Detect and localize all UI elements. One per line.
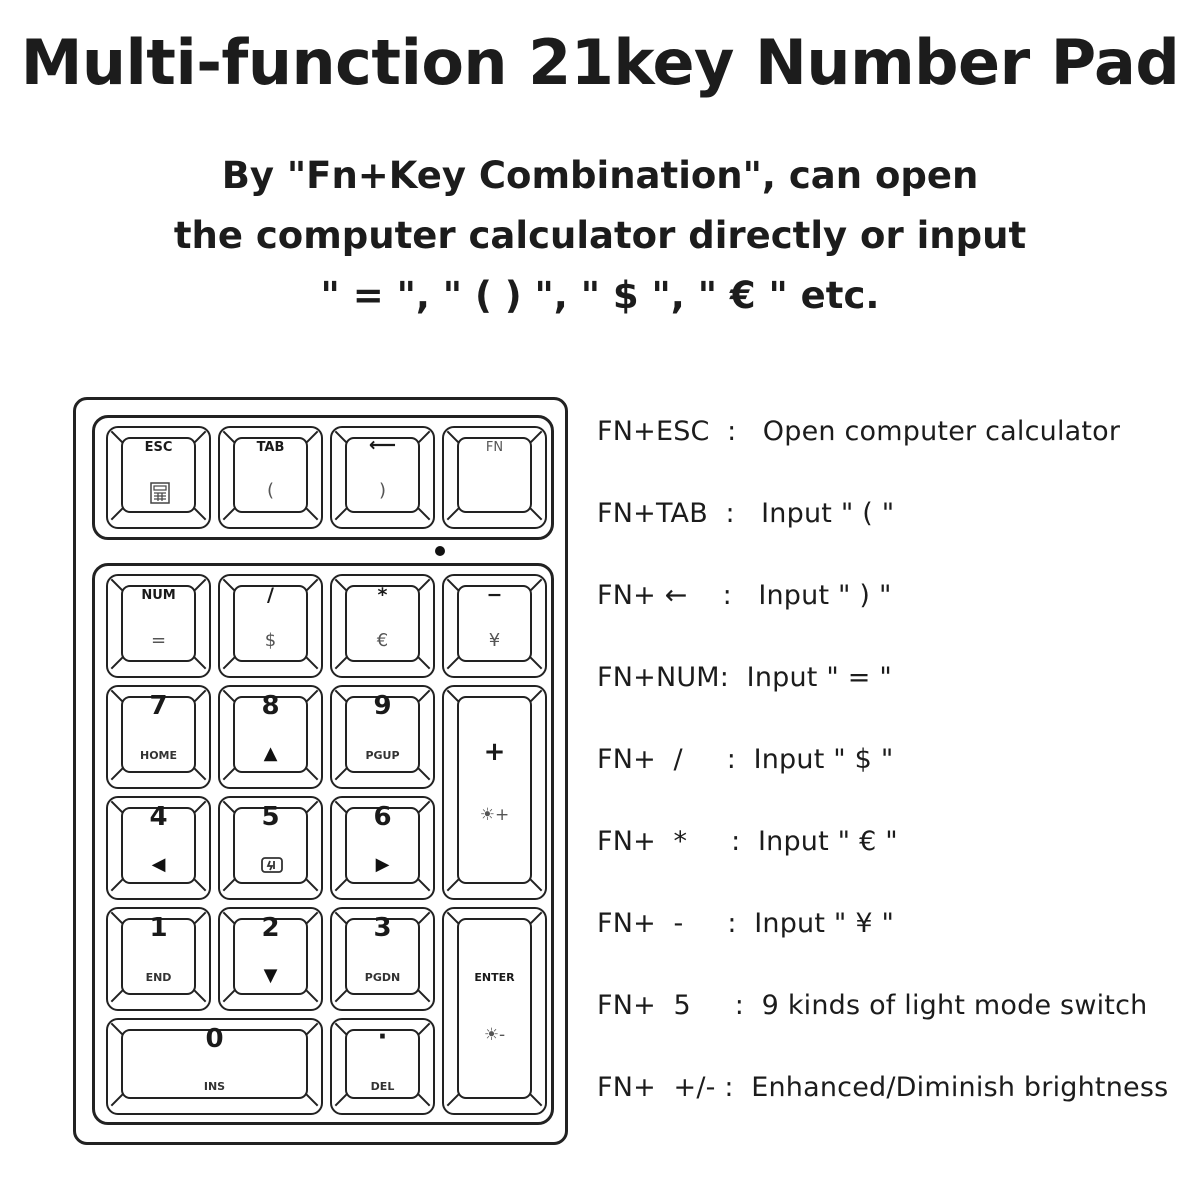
key-6-label: 6 [373, 802, 392, 832]
key-8[interactable]: 8 ▲ [218, 685, 323, 789]
key-0-sub-label: INS [203, 1080, 226, 1093]
key-num[interactable]: NUM = [106, 574, 211, 678]
key-7-label: 7 [149, 691, 168, 721]
key-1-label: 1 [149, 913, 168, 943]
subtitle-line-1: By "Fn+Key Combination", can open [221, 154, 979, 197]
key-slash-label: / [267, 584, 274, 606]
backspace-arrow-icon: ⟵ [368, 434, 397, 456]
page-title: Multi-function 21key Number Pad [20, 26, 1180, 99]
arrow-left-icon: ◀ [151, 854, 166, 875]
key-5[interactable]: 5 [218, 796, 323, 900]
key-7-sub-label: HOME [139, 749, 178, 762]
brightness-up-icon: ☀+ [479, 805, 510, 825]
calculator-icon [150, 482, 170, 508]
key-esc-label: ESC [144, 440, 173, 455]
key-0-label: 0 [205, 1024, 224, 1054]
key-3[interactable]: 3 PGDN [330, 907, 435, 1011]
fn-5-description: FN+ 5 : 9 kinds of light mode switch [597, 990, 1148, 1021]
key-4-label: 4 [149, 802, 168, 832]
key-7[interactable]: 7 HOME [106, 685, 211, 789]
fn-esc-description: FN+ESC : Open computer calculator [597, 416, 1121, 447]
key-dot-label: · [377, 1022, 388, 1052]
key-dot-sub-label: DEL [370, 1080, 395, 1093]
fn-minus-description: FN+ - : Input " ¥ " [597, 908, 895, 939]
fn-num-description: FN+NUM: Input " = " [597, 662, 892, 693]
key-backspace-fn-label: ) [378, 480, 387, 501]
key-num-fn-label: = [150, 630, 167, 651]
light-mode-icon [260, 854, 284, 880]
subtitle-line-3: " = ", " ( ) ", " $ ", " € " etc. [320, 274, 880, 317]
key-slash-fn-label: $ [264, 630, 277, 651]
arrow-right-icon: ▶ [375, 854, 390, 875]
fn-backspace-description: FN+ ← : Input " ) " [597, 580, 892, 611]
key-6[interactable]: 6 ▶ [330, 796, 435, 900]
key-2-label: 2 [261, 913, 280, 943]
key-2[interactable]: 2 ▼ [218, 907, 323, 1011]
indicator-led [435, 546, 445, 556]
key-tab-fn-label: ( [266, 480, 275, 501]
key-8-label: 8 [261, 691, 280, 721]
key-3-label: 3 [373, 913, 392, 943]
key-9[interactable]: 9 PGUP [330, 685, 435, 789]
key-esc[interactable]: ESC [106, 426, 211, 529]
key-9-label: 9 [373, 691, 392, 721]
key-dot[interactable]: · DEL [330, 1018, 435, 1115]
key-3-sub-label: PGDN [364, 971, 401, 984]
key-1[interactable]: 1 END [106, 907, 211, 1011]
key-asterisk-fn-label: € [376, 630, 389, 651]
key-1-sub-label: END [145, 971, 172, 984]
key-minus[interactable]: − ¥ [442, 574, 547, 678]
key-fn[interactable]: FN [442, 426, 547, 529]
key-9-sub-label: PGUP [365, 749, 400, 762]
arrow-up-icon: ▲ [263, 743, 278, 764]
brightness-down-icon: ☀- [483, 1025, 506, 1045]
key-enter-label: ENTER [474, 971, 515, 984]
key-num-label: NUM [141, 588, 176, 603]
key-0[interactable]: 0 INS [106, 1018, 323, 1115]
key-slash[interactable]: / $ [218, 574, 323, 678]
subtitle-line-2: the computer calculator directly or inpu… [173, 214, 1027, 257]
key-5-label: 5 [261, 802, 280, 832]
key-minus-label: − [486, 584, 503, 606]
key-4[interactable]: 4 ◀ [106, 796, 211, 900]
arrow-down-icon: ▼ [263, 965, 278, 986]
key-fn-label: FN [485, 440, 504, 455]
key-plus[interactable]: + ☀+ [442, 685, 547, 900]
fn-slash-description: FN+ / : Input " $ " [597, 744, 894, 775]
key-tab[interactable]: TAB ( [218, 426, 323, 529]
key-asterisk-label: * [377, 584, 388, 606]
key-backspace[interactable]: ⟵ ) [330, 426, 435, 529]
fn-brightness-description: FN+ +/- : Enhanced/Diminish brightness [597, 1072, 1169, 1103]
fn-asterisk-description: FN+ * : Input " € " [597, 826, 898, 857]
fn-tab-description: FN+TAB : Input " ( " [597, 498, 895, 529]
key-tab-label: TAB [256, 440, 285, 455]
key-minus-fn-label: ¥ [488, 630, 501, 651]
key-asterisk[interactable]: * € [330, 574, 435, 678]
key-plus-label: + [483, 737, 506, 767]
key-enter[interactable]: ENTER ☀- [442, 907, 547, 1115]
